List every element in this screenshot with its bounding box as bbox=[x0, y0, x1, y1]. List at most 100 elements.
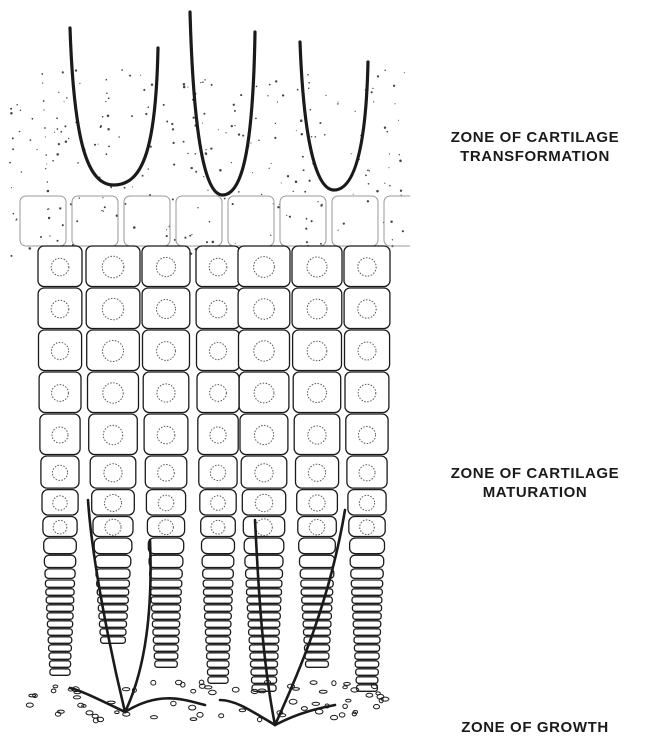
chondrocyte bbox=[345, 330, 390, 371]
stipple-dot bbox=[183, 86, 186, 89]
chondrocyte bbox=[41, 456, 79, 488]
stipple-dot bbox=[62, 224, 64, 226]
stipple-dot bbox=[369, 170, 370, 171]
stipple-dot bbox=[125, 203, 127, 205]
growth-cell bbox=[171, 701, 176, 706]
stipple-dot bbox=[133, 226, 136, 229]
chondrocyte bbox=[89, 414, 138, 455]
chondrocyte bbox=[197, 330, 240, 371]
faint-cell bbox=[384, 196, 410, 246]
chondrocyte bbox=[240, 414, 288, 455]
zone-label-transformation: ZONE OF CARTILAGE TRANSFORMATION bbox=[420, 128, 650, 166]
stipple-dot bbox=[368, 183, 370, 185]
stipple-dot bbox=[209, 221, 211, 223]
chondrocyte bbox=[94, 538, 132, 554]
chondrocyte bbox=[352, 605, 381, 612]
stipple-dot bbox=[132, 186, 133, 187]
stipple-dot bbox=[12, 148, 14, 150]
chondrocyte bbox=[145, 456, 187, 488]
stipple-dot bbox=[20, 110, 21, 111]
stipple-dot bbox=[19, 131, 21, 133]
stipple-dot bbox=[404, 72, 405, 73]
growth-cell bbox=[289, 699, 297, 704]
chondrocyte bbox=[357, 685, 378, 692]
stipple-dot bbox=[77, 162, 79, 164]
stipple-dot bbox=[166, 235, 168, 237]
chondrocyte bbox=[96, 569, 130, 579]
stipple-dot bbox=[302, 156, 304, 158]
stipple-dot bbox=[306, 218, 308, 220]
growth-cell bbox=[319, 690, 327, 693]
stipple-dot bbox=[389, 153, 390, 154]
stipple-dot bbox=[79, 197, 80, 198]
growth-cell bbox=[197, 712, 203, 717]
stipple-dot bbox=[210, 147, 212, 149]
zone-label-maturation: ZONE OF CARTILAGE MATURATION bbox=[420, 464, 650, 502]
chondrocyte bbox=[204, 605, 232, 612]
chondrocyte bbox=[245, 555, 283, 567]
chondrocyte bbox=[351, 569, 383, 579]
stipple-dot bbox=[102, 197, 103, 198]
stipple-dot bbox=[388, 167, 389, 168]
stipple-dot bbox=[56, 240, 58, 242]
stipple-dot bbox=[303, 169, 305, 171]
stipple-dot bbox=[282, 94, 284, 96]
stipple-dot bbox=[269, 168, 270, 169]
stipple-dot bbox=[148, 106, 150, 108]
chondrocyte bbox=[292, 288, 342, 329]
stipple-dot bbox=[62, 71, 64, 73]
chondrocyte bbox=[38, 246, 82, 287]
stipple-dot bbox=[304, 191, 306, 193]
chondrocyte bbox=[142, 246, 190, 287]
chondrocyte bbox=[87, 330, 140, 371]
vessel-branch bbox=[220, 700, 275, 725]
stipple-dot bbox=[140, 75, 141, 76]
chondrocyte bbox=[208, 677, 228, 684]
stipple-dot bbox=[171, 123, 173, 125]
stipple-dot bbox=[129, 75, 131, 77]
stipple-dot bbox=[274, 137, 276, 139]
chondrocyte bbox=[204, 597, 232, 604]
stipple-dot bbox=[367, 169, 369, 171]
stipple-dot bbox=[94, 144, 96, 146]
stipple-dot bbox=[389, 185, 391, 187]
stipple-dot bbox=[234, 110, 236, 112]
stipple-dot bbox=[218, 129, 219, 130]
stipple-dot bbox=[377, 75, 379, 77]
stipple-dot bbox=[233, 104, 235, 106]
stipple-dot bbox=[203, 113, 205, 115]
stipple-dot bbox=[337, 230, 338, 231]
chondrocyte bbox=[142, 288, 190, 329]
stipple-dot bbox=[48, 208, 49, 209]
chondrocyte bbox=[88, 372, 139, 413]
chondrocyte bbox=[147, 517, 184, 537]
stipple-dot bbox=[163, 104, 165, 106]
chondrocyte bbox=[97, 589, 129, 596]
stipple-dot bbox=[65, 141, 67, 143]
stipple-dot bbox=[231, 162, 232, 163]
stipple-dot bbox=[45, 168, 46, 169]
chondrocyte bbox=[202, 538, 235, 554]
chondrocyte bbox=[356, 677, 378, 684]
chondrocyte bbox=[206, 637, 230, 644]
stipple-dot bbox=[106, 92, 108, 94]
chondrocyte bbox=[354, 629, 381, 636]
stipple-dot bbox=[324, 134, 326, 136]
chondrocyte bbox=[300, 569, 334, 579]
faint-cell bbox=[124, 196, 170, 246]
chondrocyte bbox=[150, 580, 182, 587]
chondrocyte bbox=[296, 456, 339, 488]
chondrocyte bbox=[45, 580, 74, 587]
stipple-dot bbox=[308, 87, 310, 89]
stipple-dot bbox=[75, 69, 77, 71]
stipple-dot bbox=[15, 220, 16, 221]
chondrocyte bbox=[244, 538, 284, 554]
chondrocyte bbox=[241, 456, 287, 488]
chondrocyte bbox=[246, 569, 283, 579]
stipple-dot bbox=[66, 97, 68, 99]
stipple-dot bbox=[272, 203, 273, 204]
chondrocyte bbox=[99, 621, 126, 628]
chondrocyte bbox=[251, 669, 277, 676]
chondrocyte-columns bbox=[20, 196, 410, 691]
stipple-dot bbox=[190, 167, 192, 169]
